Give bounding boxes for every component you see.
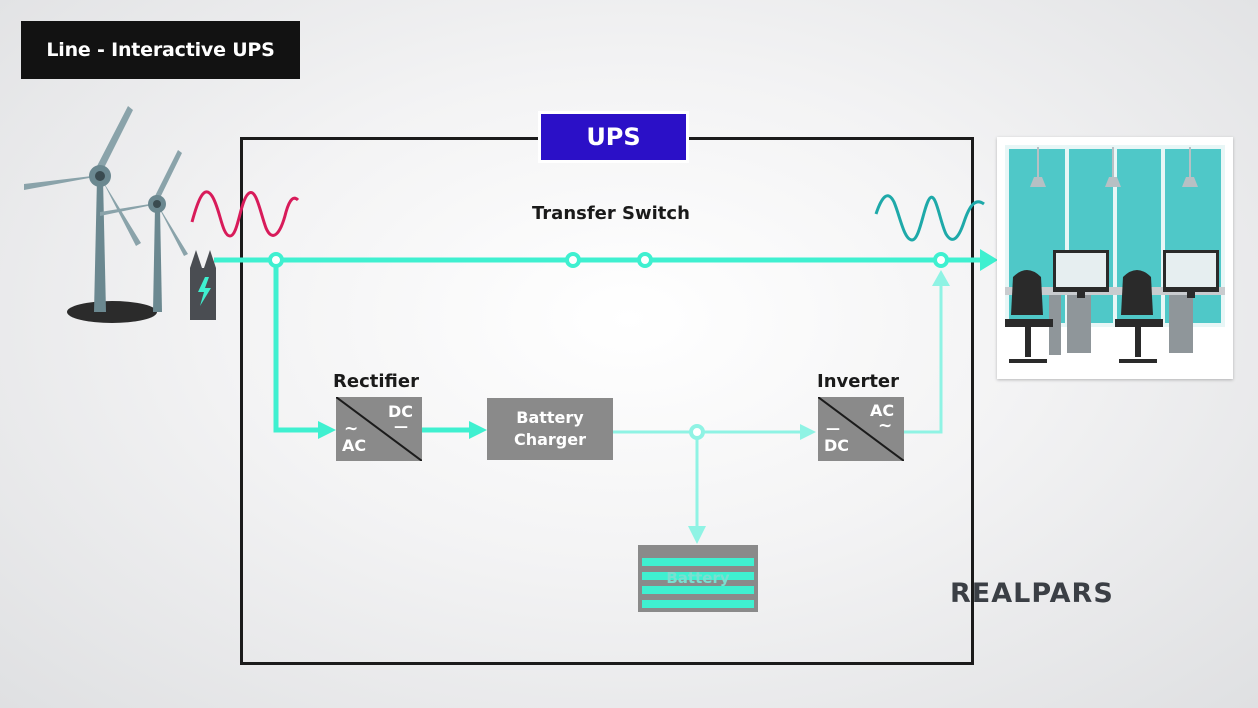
- inverter-input-dc: DC: [824, 436, 850, 455]
- inverter-output-ac: AC: [870, 401, 895, 420]
- battery-cell-stripe: [642, 558, 754, 566]
- battery-charger-block: Battery Charger: [487, 398, 613, 460]
- battery-block: Battery: [638, 545, 758, 612]
- page-title: Line - Interactive UPS: [21, 21, 300, 79]
- office-scene-icon: [1005, 145, 1225, 363]
- inverter-block: AC ∼ — DC: [818, 397, 904, 461]
- rectifier-output-dc: DC: [388, 402, 414, 421]
- rectifier-block: DC — ∼ AC: [336, 397, 422, 461]
- wind-turbines-illustration: [24, 106, 188, 323]
- inverter-label: Inverter: [817, 371, 900, 392]
- battery-cell-stripe: [642, 600, 754, 608]
- battery-cell-stripe: [642, 572, 754, 580]
- output-waveform: [874, 194, 985, 242]
- power-plug-icon: [190, 250, 216, 320]
- inverter-diagonal: [818, 397, 904, 461]
- rectifier-diagonal: [336, 397, 422, 461]
- battery-label: Battery: [666, 569, 730, 587]
- rectifier-input-ac: AC: [342, 436, 367, 455]
- dc-symbol-icon: —: [394, 419, 408, 435]
- rectifier-label: Rectifier: [333, 371, 419, 392]
- dc-symbol-icon: —: [826, 421, 840, 437]
- ups-label: UPS: [541, 114, 686, 160]
- transfer-switch-label: Transfer Switch: [532, 203, 690, 224]
- battery-cell-stripe: [642, 586, 754, 594]
- ac-symbol-icon: ∼: [878, 416, 893, 436]
- brand-logo: REALPARS: [950, 578, 1114, 609]
- office-load-illustration: [997, 137, 1233, 379]
- battery-charger-line2: Charger: [513, 430, 586, 449]
- battery-charger-line1: Battery: [516, 407, 584, 427]
- ac-symbol-icon: ∼: [344, 419, 359, 439]
- input-waveform: [190, 190, 300, 238]
